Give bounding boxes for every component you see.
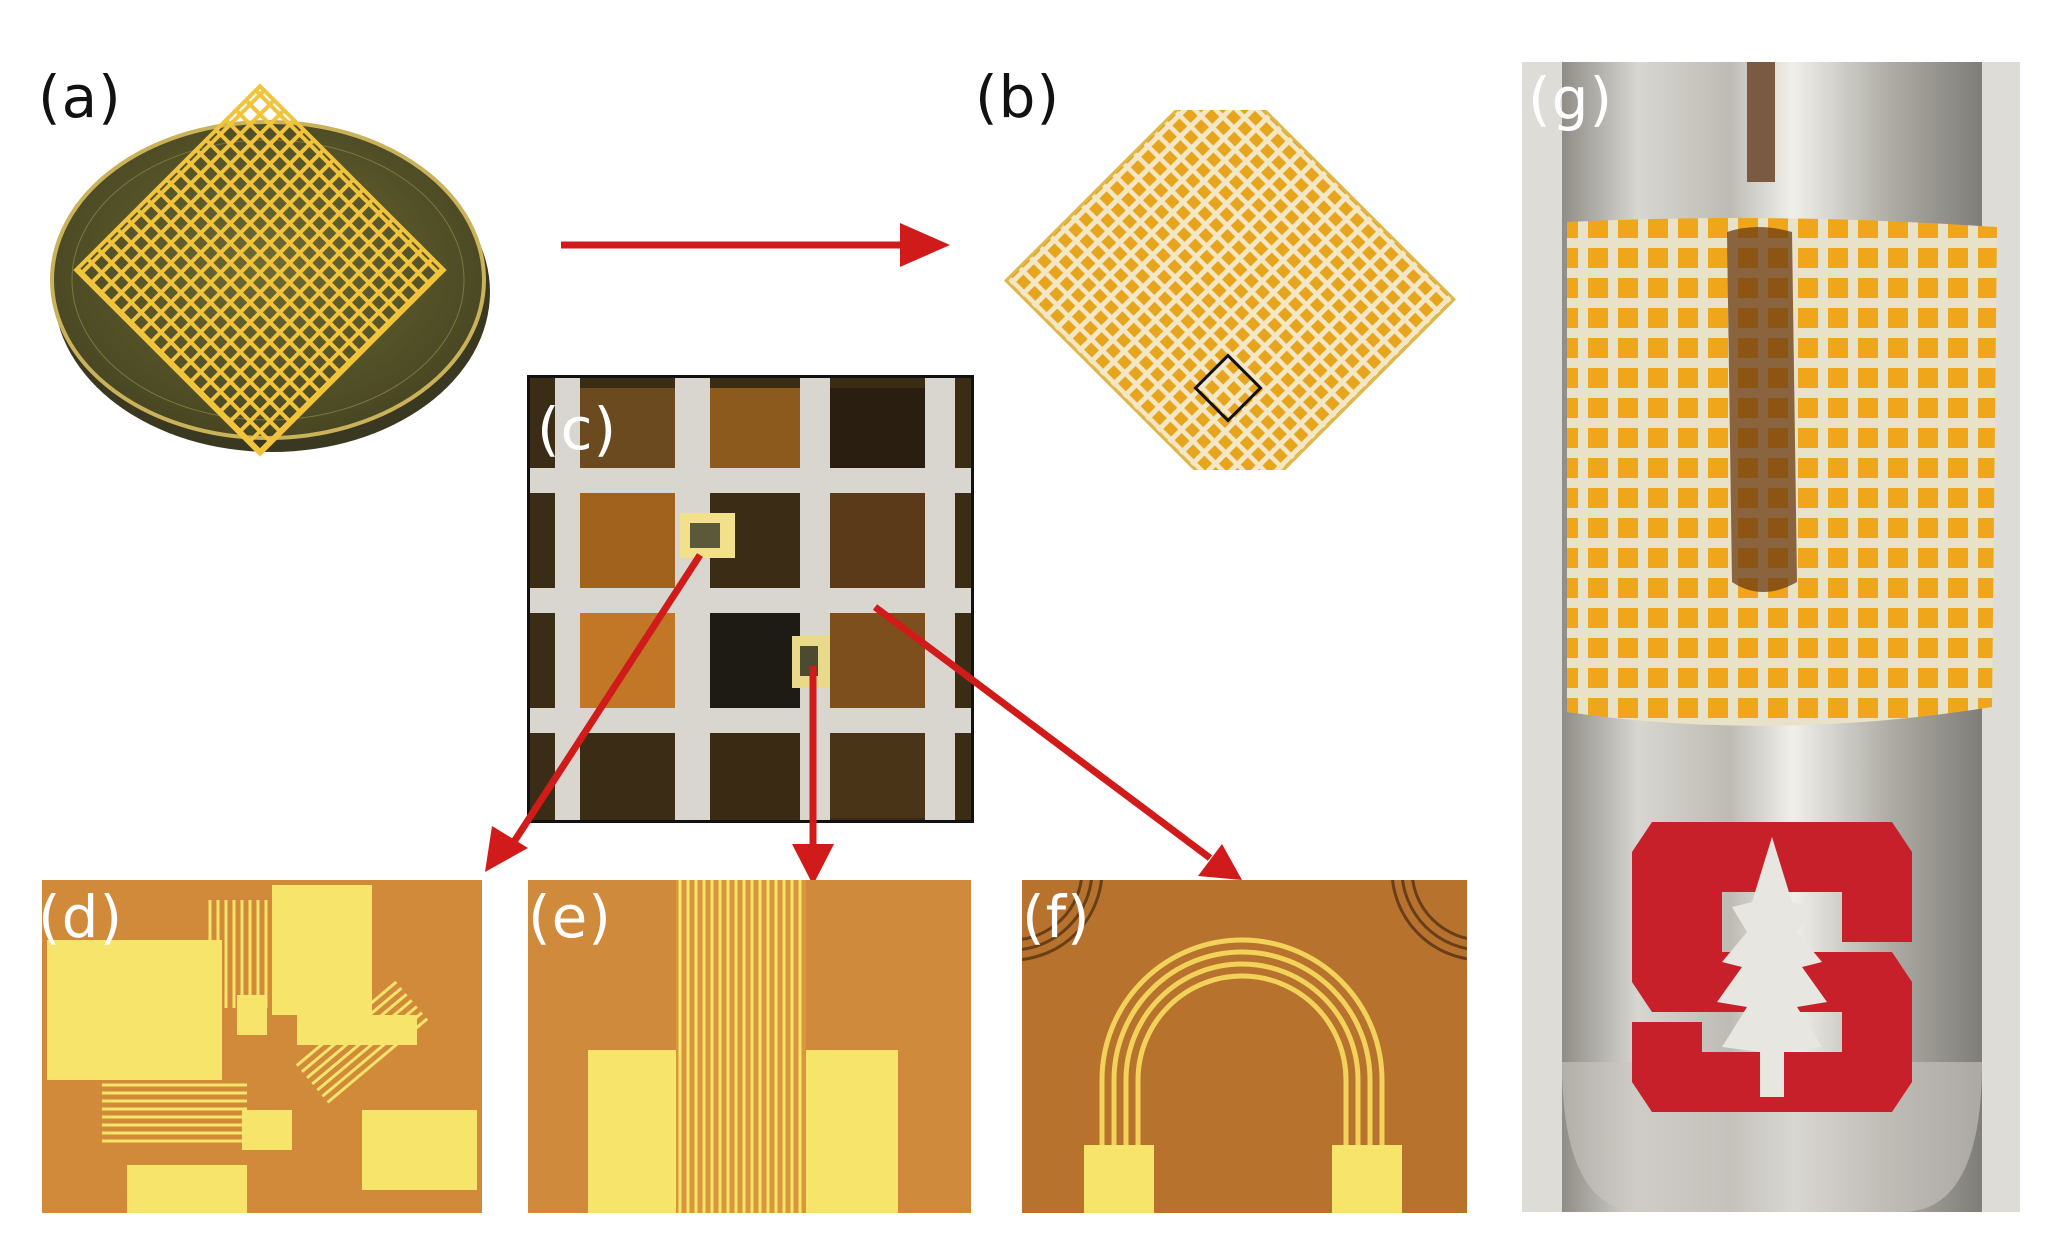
- panel-d: [42, 880, 482, 1213]
- panel-c: [527, 375, 974, 823]
- panel-g: [1522, 62, 2020, 1212]
- stanford-logo-icon: [1632, 822, 1912, 1112]
- panel-label-g: (g): [1528, 65, 1614, 133]
- rosette-image: [42, 880, 482, 1213]
- zoomed-grid-image: [530, 378, 971, 820]
- panel-label-e: (e): [528, 883, 612, 951]
- panel-label-c: (c): [537, 395, 618, 463]
- panel-e: [528, 880, 971, 1213]
- interdigitated-image: [528, 880, 971, 1213]
- serpentine-image: [1022, 880, 1467, 1213]
- panel-label-b: (b): [975, 63, 1061, 131]
- arrow-a-to-b-icon: [561, 223, 950, 267]
- panel-label-d: (d): [38, 883, 124, 951]
- panel-b: [980, 110, 1490, 470]
- panel-f: [1022, 880, 1467, 1213]
- arrows-c-to-def-icon: [485, 553, 1242, 885]
- panel-a: [40, 80, 500, 460]
- wafer-image: [50, 83, 490, 457]
- peeled-grid-image: [1003, 110, 1457, 470]
- panel-label-f: (f): [1022, 883, 1091, 951]
- panel-label-a: (a): [38, 63, 122, 131]
- bottle-image: [1522, 62, 2020, 1212]
